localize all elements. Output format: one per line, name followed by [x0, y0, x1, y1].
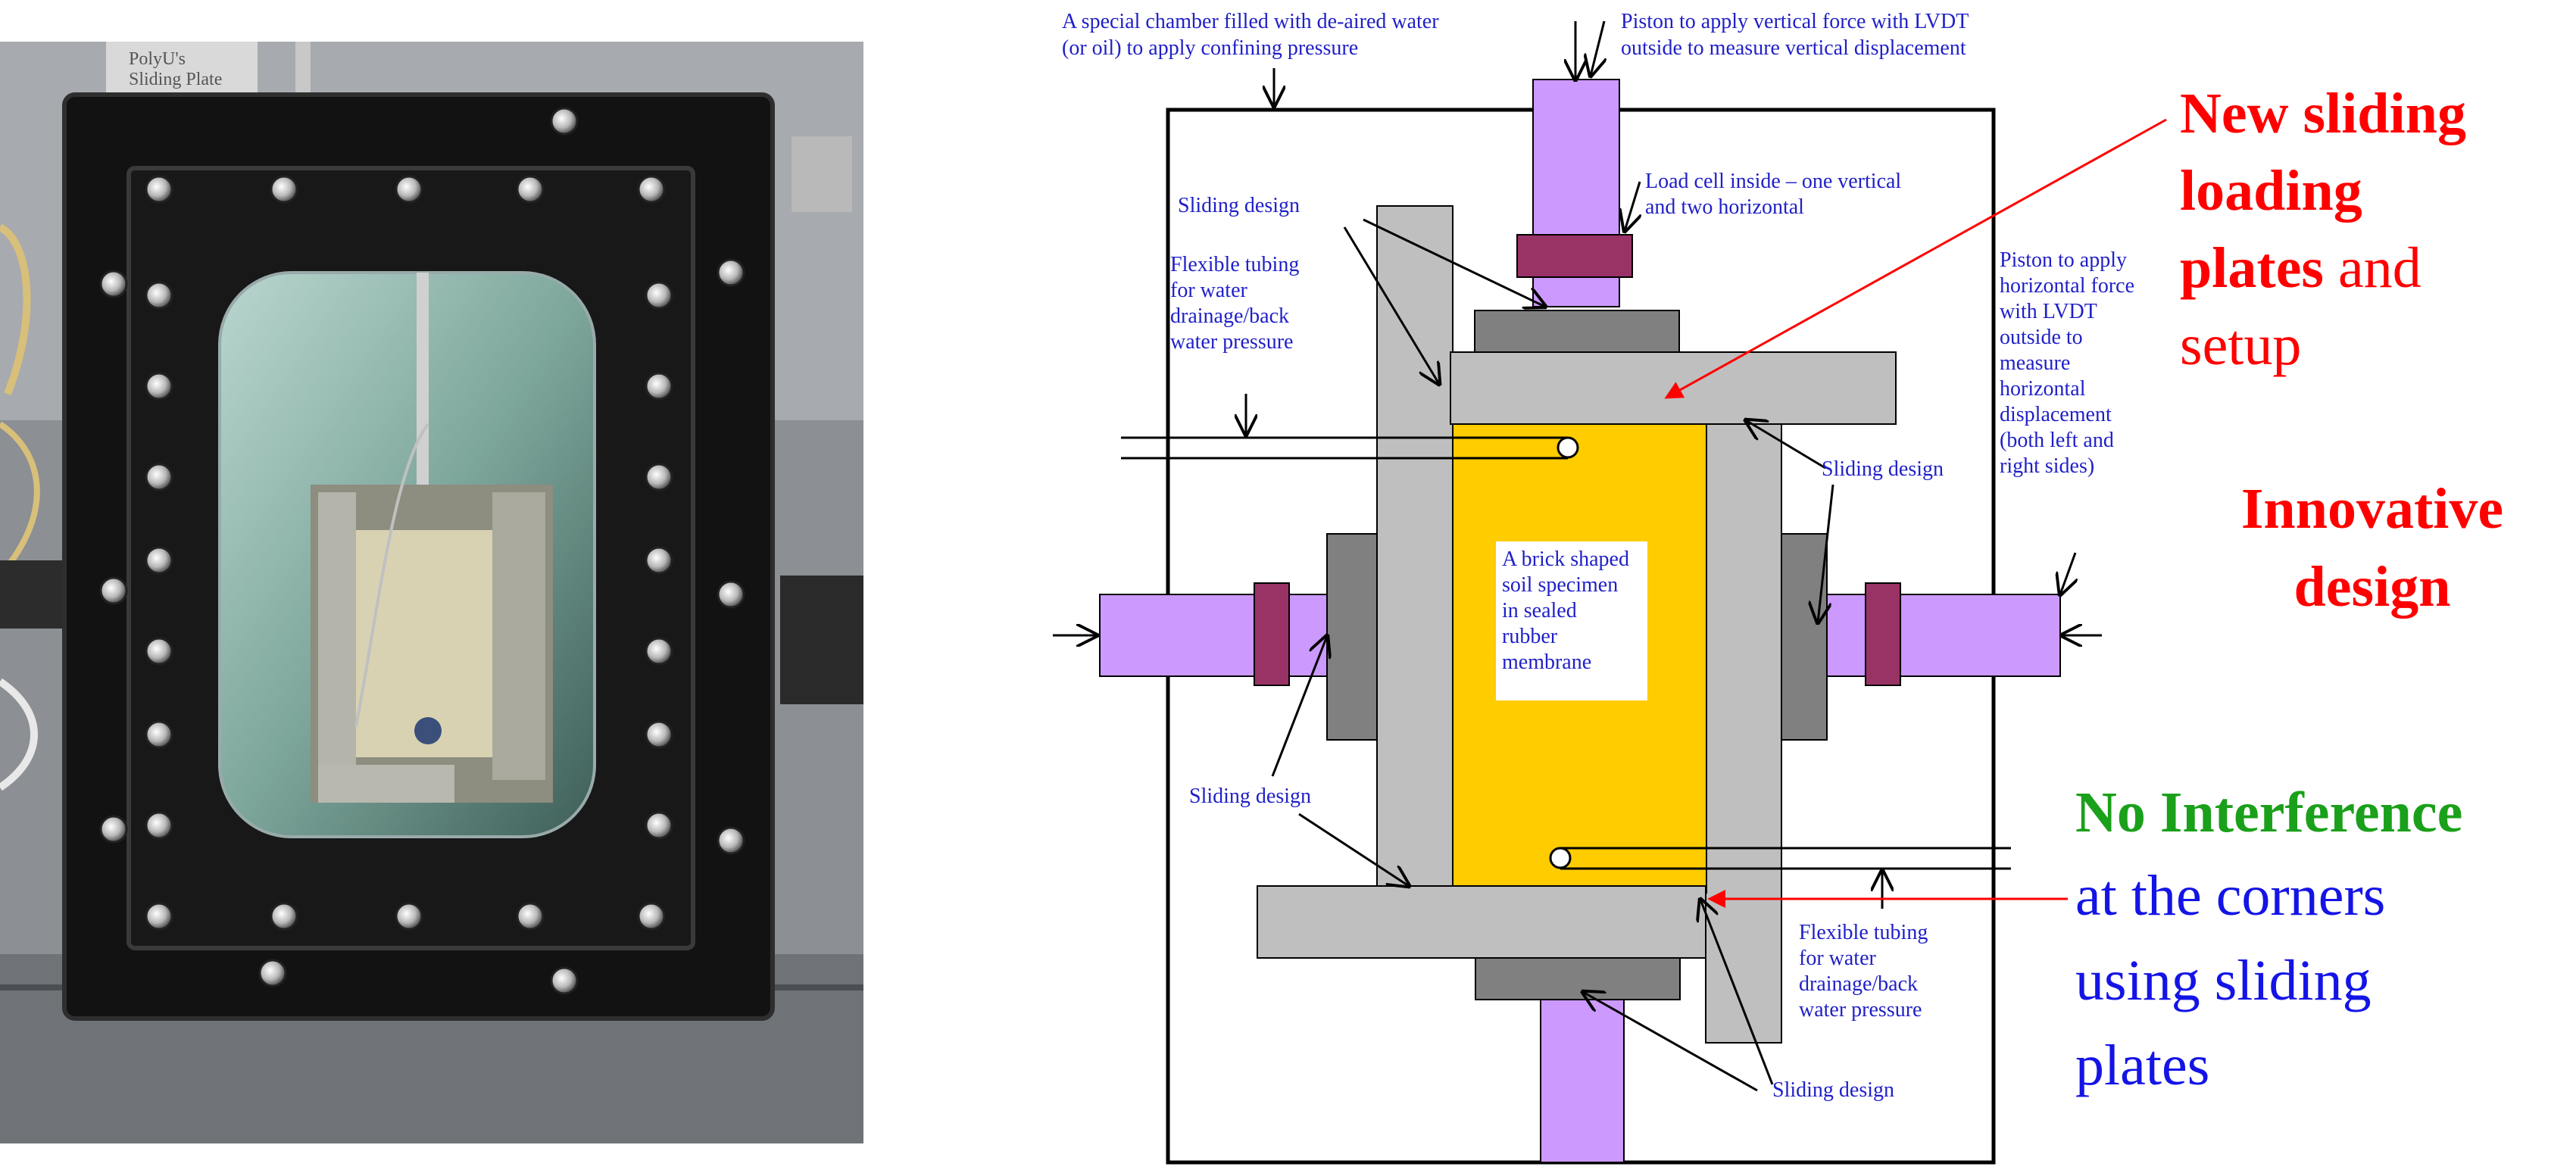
chamber-bolt	[145, 463, 173, 491]
no-interference-headline: No Interference	[2075, 781, 2462, 844]
left-sliding-plate	[1376, 205, 1453, 893]
sliding-label-right: Sliding design	[1822, 457, 1944, 481]
chamber-bolt	[637, 175, 666, 204]
chamber-bolt	[145, 811, 173, 840]
chamber-bolt	[717, 826, 745, 855]
right-sliding-plate	[1705, 423, 1782, 1044]
innovative-line2: design	[2294, 555, 2451, 619]
nameplate-line-2: Sliding Plate	[129, 70, 222, 89]
sliding-pointer-2b	[1818, 484, 1834, 622]
sliding-label-top: Sliding design	[1178, 194, 1300, 217]
sliding-pointer-1a	[1363, 218, 1545, 307]
vertical-piston-label: Piston to apply vertical force with LVDT…	[1621, 10, 1974, 60]
chamber-bolt	[516, 175, 545, 204]
vertical-piston-pointer	[1591, 20, 1604, 76]
sliding-label-left: Sliding design	[1189, 785, 1311, 808]
right-load-cell	[1865, 582, 1901, 686]
specimen-label: A brick shaped soil specimen in sealed r…	[1502, 548, 1635, 674]
top-loading-block	[1474, 310, 1680, 353]
left-load-cell	[1254, 582, 1290, 686]
chamber-label: A special chamber filled with de-aired w…	[1062, 10, 1444, 60]
top-sliding-plate	[1450, 351, 1897, 425]
chamber-bolt	[645, 281, 673, 310]
callout-no-interference: No Interference at the corners using sli…	[2075, 781, 2462, 1097]
tubing-label-top: Flexible tubing for water drainage/back …	[1170, 253, 1304, 354]
new-plates-arrow	[1664, 118, 2167, 399]
new-sliding-line1: New sliding	[2180, 82, 2466, 145]
tubing-top-port	[1557, 436, 1579, 459]
right-piston-housing	[780, 576, 863, 704]
chamber-bolt	[99, 815, 128, 844]
vertical-piston-bottom	[1540, 995, 1625, 1163]
load-cell-label: Load cell inside – one vertical and two …	[1645, 170, 1906, 219]
chamber-bolt	[99, 576, 128, 605]
chamber-bolt	[645, 811, 673, 840]
bottom-loading-block	[1475, 957, 1681, 1000]
chamber-bolt	[516, 902, 545, 931]
chamber-bolt	[717, 580, 745, 609]
chamber-bolt	[645, 637, 673, 666]
sliding-pointer-3b	[1298, 813, 1409, 886]
chamber-bolt	[145, 720, 173, 749]
chamber-bolt	[550, 966, 579, 995]
left-loading-block	[1326, 533, 1378, 741]
right-loading-block	[1781, 533, 1828, 741]
horizontal-piston-pointer	[2060, 552, 2075, 594]
chamber-bolt	[645, 546, 673, 575]
horizontal-piston-left	[1099, 594, 1328, 677]
sliding-label-bottom: Sliding design	[1772, 1078, 1894, 1102]
chamber-bolt	[145, 902, 173, 931]
chamber-bolt	[550, 107, 579, 136]
innovative-line1: Innovative	[2241, 477, 2503, 541]
bottom-sliding-plate	[1257, 885, 1706, 959]
tubing-label-bottom: Flexible tubing for water drainage/back …	[1799, 921, 1933, 1022]
chamber-bolt	[645, 463, 673, 491]
no-interference-line2: using sliding	[2075, 949, 2371, 1012]
sliding-pointer-4b	[1700, 900, 1774, 1085]
nameplate-line-1: PolyU's	[129, 49, 186, 69]
sliding-pointer-2a	[1746, 420, 1826, 470]
sliding-pointer-1b	[1343, 226, 1439, 384]
new-sliding-line4: setup	[2180, 314, 2301, 377]
chamber-bolt	[645, 372, 673, 401]
chamber-bolts	[99, 107, 745, 995]
load-cell-pointer	[1625, 181, 1640, 231]
chamber-bolt	[717, 258, 745, 287]
schematic-diagram: A special chamber filled with de-aired w…	[1053, 10, 2167, 1165]
chamber-bolt	[145, 281, 173, 310]
chamber-bolt	[145, 546, 173, 575]
callout-innovative: Innovative design	[2241, 477, 2503, 619]
sliding-pointer-3a	[1271, 636, 1327, 777]
specimen-label-box	[1496, 541, 1647, 700]
vertical-load-cell	[1516, 234, 1633, 278]
callout-new-sliding: New sliding loading plates and setup	[2180, 82, 2466, 377]
horizontal-piston-right	[1821, 594, 2061, 677]
chamber-bolt	[145, 175, 173, 204]
chamber-bolt	[270, 902, 298, 931]
new-sliding-line2: loading	[2180, 159, 2362, 223]
chamber-bolt	[270, 175, 298, 204]
chamber-bolt	[395, 175, 423, 204]
chamber-bolt	[258, 959, 287, 987]
chamber-bolt	[145, 372, 173, 401]
no-interference-line1: at the corners	[2075, 864, 2385, 928]
chamber-bolt	[145, 637, 173, 666]
chamber-bolt	[645, 720, 673, 749]
photo-nameplate	[106, 42, 258, 95]
sliding-pointer-4a	[1583, 992, 1758, 1092]
tubing-bottom-port	[1549, 847, 1572, 869]
no-interference-line3: plates	[2075, 1034, 2209, 1097]
horizontal-piston-label: Piston to apply horizontal force with LV…	[2000, 248, 2140, 478]
new-sliding-line3: plates and	[2180, 236, 2421, 300]
chamber-bolt	[99, 270, 128, 298]
chamber-bolt	[395, 902, 423, 931]
chamber-bolt	[637, 902, 666, 931]
